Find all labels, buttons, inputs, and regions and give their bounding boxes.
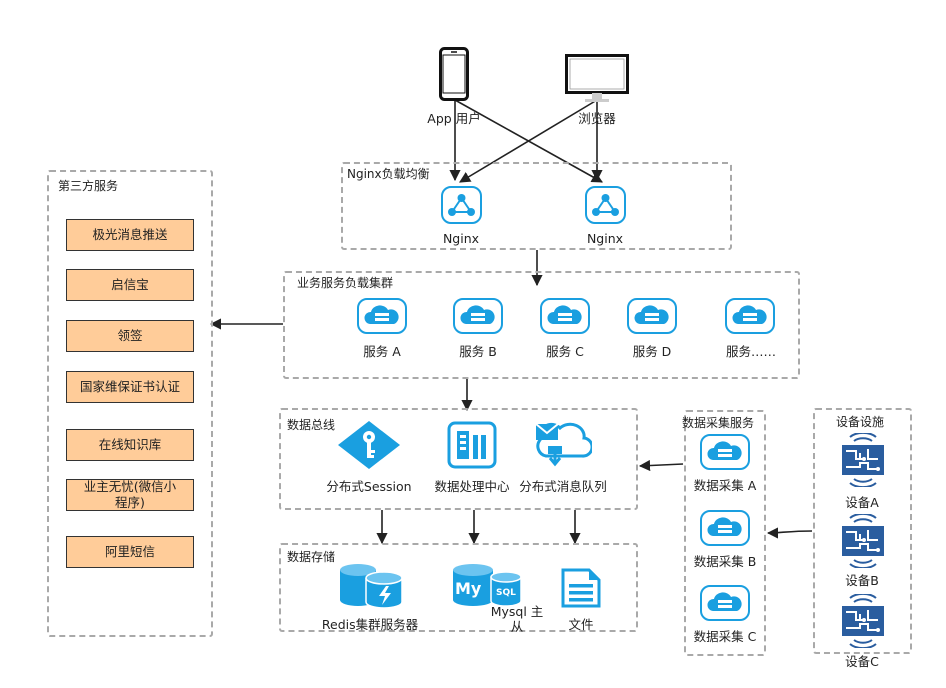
- nginx-group: [341, 162, 732, 250]
- data-bus-group: [279, 408, 638, 510]
- key-diamond-icon: [336, 420, 402, 474]
- load-balancer-icon: [441, 186, 482, 228]
- third-party-item: 阿里短信: [66, 536, 194, 568]
- storage-item-label: 文件: [568, 617, 594, 632]
- data-storage-title: 数据存储: [287, 550, 336, 564]
- message-queue-icon: [534, 420, 594, 474]
- iot-device-icon: [840, 592, 886, 652]
- monitor-icon: [565, 54, 629, 108]
- browser-label: 浏览器: [578, 111, 616, 126]
- arrow-browser-to-nginx1: [459, 99, 598, 183]
- service-label: 服务 C: [546, 344, 584, 359]
- file-icon: [560, 567, 602, 613]
- third-party-item: 在线知识库: [66, 429, 194, 461]
- collect-item-label: 数据采集 C: [693, 629, 757, 644]
- cloud-server-icon: [700, 585, 750, 625]
- sql-logo-text: SQL: [496, 588, 516, 598]
- nginx-group-title: Nginx负载均衡: [347, 167, 430, 181]
- nginx-node-label: Nginx: [442, 231, 480, 246]
- third-party-title: 第三方服务: [58, 179, 119, 193]
- third-party-item: 业主无忧(微信小程序): [66, 479, 194, 511]
- device-label: 设备A: [845, 495, 879, 510]
- third-party-item: 启信宝: [66, 269, 194, 301]
- data-collection-title: 数据采集服务: [682, 416, 755, 430]
- storage-item-label: Redis集群服务器: [321, 617, 419, 632]
- device-label: 设备B: [845, 573, 879, 588]
- device-label: 设备C: [845, 654, 879, 669]
- bus-item-label: 数据处理中心: [434, 479, 510, 494]
- service-label: 服务……: [725, 344, 777, 359]
- iot-device-icon: [840, 431, 886, 491]
- data-storage-group: [279, 543, 638, 632]
- app-user-label: App 用户: [427, 111, 481, 126]
- third-party-item: 极光消息推送: [66, 219, 194, 251]
- service-label: 服务 D: [632, 344, 672, 359]
- phone-icon: [439, 47, 469, 105]
- service-label: 服务 A: [363, 344, 401, 359]
- iot-device-icon: [840, 512, 886, 572]
- cloud-server-icon: [540, 298, 590, 338]
- data-center-icon: [447, 421, 497, 473]
- cloud-server-icon: [700, 434, 750, 474]
- cloud-server-icon: [627, 298, 677, 338]
- cloud-server-icon: [357, 298, 407, 338]
- devices-title: 设备设施: [836, 415, 885, 429]
- third-party-group: [47, 170, 213, 637]
- data-bus-title: 数据总线: [287, 418, 336, 432]
- third-party-item: 国家维保证书认证: [66, 371, 194, 403]
- devices-group: [813, 408, 912, 654]
- collect-item-label: 数据采集 A: [693, 478, 757, 493]
- third-party-item: 领签: [66, 320, 194, 352]
- cloud-server-icon: [725, 298, 775, 338]
- storage-item-label: Mysql 主从: [490, 604, 544, 634]
- arrow-devices-to-collect: [766, 527, 813, 539]
- cloud-server-icon: [453, 298, 503, 338]
- load-balancer-icon: [585, 186, 626, 228]
- mysql-logo-text: My: [455, 579, 482, 598]
- mysql-database-icon: My SQL: [451, 563, 523, 613]
- business-cluster-title: 业务服务负载集群: [297, 276, 394, 290]
- bus-item-label: 分布式消息队列: [519, 479, 607, 494]
- collect-item-label: 数据采集 B: [693, 554, 757, 569]
- arrow-collect-to-bus: [638, 459, 684, 472]
- service-label: 服务 B: [459, 344, 497, 359]
- cloud-server-icon: [700, 510, 750, 550]
- bus-item-label: 分布式Session: [326, 479, 412, 494]
- data-collection-group: [684, 410, 766, 656]
- redis-database-icon: [338, 562, 404, 612]
- nginx-node-label: Nginx: [586, 231, 624, 246]
- business-cluster-group: [283, 271, 800, 379]
